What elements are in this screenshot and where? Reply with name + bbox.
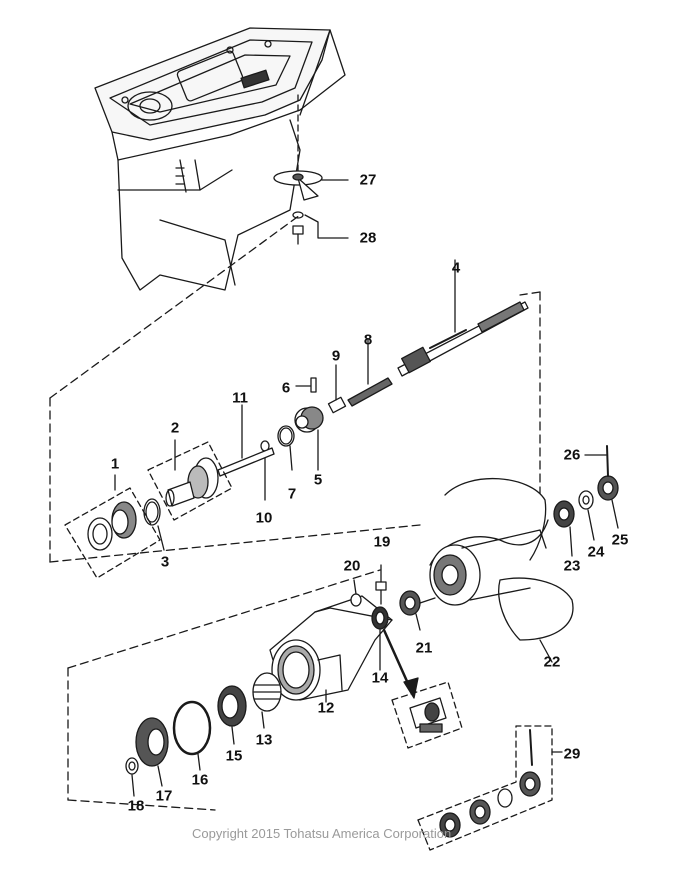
part-12-housing: [269, 595, 393, 703]
callout-6: 6: [281, 379, 291, 397]
callout-13: 13: [255, 731, 273, 749]
part-19-bolt: [375, 564, 387, 605]
callout-26: 26: [563, 446, 581, 464]
callout-24: 24: [587, 543, 605, 561]
part-28-bolt: [292, 211, 349, 245]
callout-21: 21: [415, 639, 433, 657]
part-3-ring: [143, 498, 165, 551]
part-26-cotter-pin: [584, 445, 609, 477]
part-11-propshaft: [217, 404, 275, 477]
copyright-text: Copyright 2015 Tohatsu America Corporati…: [192, 826, 452, 841]
callout-5: 5: [313, 471, 323, 489]
part-4-shaft: [397, 259, 529, 377]
part-20-washer: [350, 579, 362, 607]
part-15-bearing: [217, 685, 247, 745]
part-7-ring: [277, 425, 295, 471]
callout-27: 27: [359, 171, 377, 189]
callout-7: 7: [287, 485, 297, 503]
part-2-group: [147, 439, 233, 521]
callout-18: 18: [127, 797, 145, 815]
callout-11: 11: [232, 389, 248, 407]
callout-2: 2: [170, 419, 180, 437]
callout-28: 28: [359, 229, 377, 247]
part-25-nut: [597, 475, 619, 529]
part-17-gear: [135, 717, 169, 787]
part-5-clutch: [294, 406, 324, 471]
callout-29: 29: [563, 745, 581, 763]
callout-1: 1: [110, 455, 120, 473]
callout-23: 23: [563, 557, 581, 575]
part-23-spacer: [553, 500, 575, 557]
callout-19: 19: [373, 533, 391, 551]
part-6-pin: [295, 377, 317, 393]
part-29-kit: [417, 725, 563, 851]
callout-20: 20: [343, 557, 361, 575]
part-13-bearing: [252, 672, 282, 729]
callout-12: 12: [317, 699, 335, 717]
part-18-washer: [125, 757, 139, 797]
callout-9: 9: [331, 347, 341, 365]
callout-16: 16: [191, 771, 209, 789]
callout-8: 8: [363, 331, 373, 349]
frame-line: [49, 214, 301, 399]
part-9-plunger: [327, 364, 347, 414]
callout-22: 22: [543, 653, 561, 671]
callout-17: 17: [155, 787, 173, 805]
callout-10: 10: [255, 509, 273, 527]
callout-3: 3: [160, 553, 170, 571]
part-8-spring: [347, 339, 393, 407]
part-16-oring: [172, 700, 212, 771]
gear-case-housing: [94, 27, 346, 291]
part-14-seal: [371, 606, 389, 671]
callout-4: 4: [451, 259, 461, 277]
part-27-anode: [273, 170, 349, 201]
part-24-washer: [578, 490, 595, 541]
part-21-spacer: [399, 590, 436, 631]
seal-detail-box: [391, 681, 463, 749]
part-1-group: [64, 474, 161, 579]
callout-15: 15: [225, 747, 243, 765]
callout-25: 25: [611, 531, 629, 549]
callout-14: 14: [371, 669, 389, 687]
part-22-propeller: [429, 478, 574, 663]
